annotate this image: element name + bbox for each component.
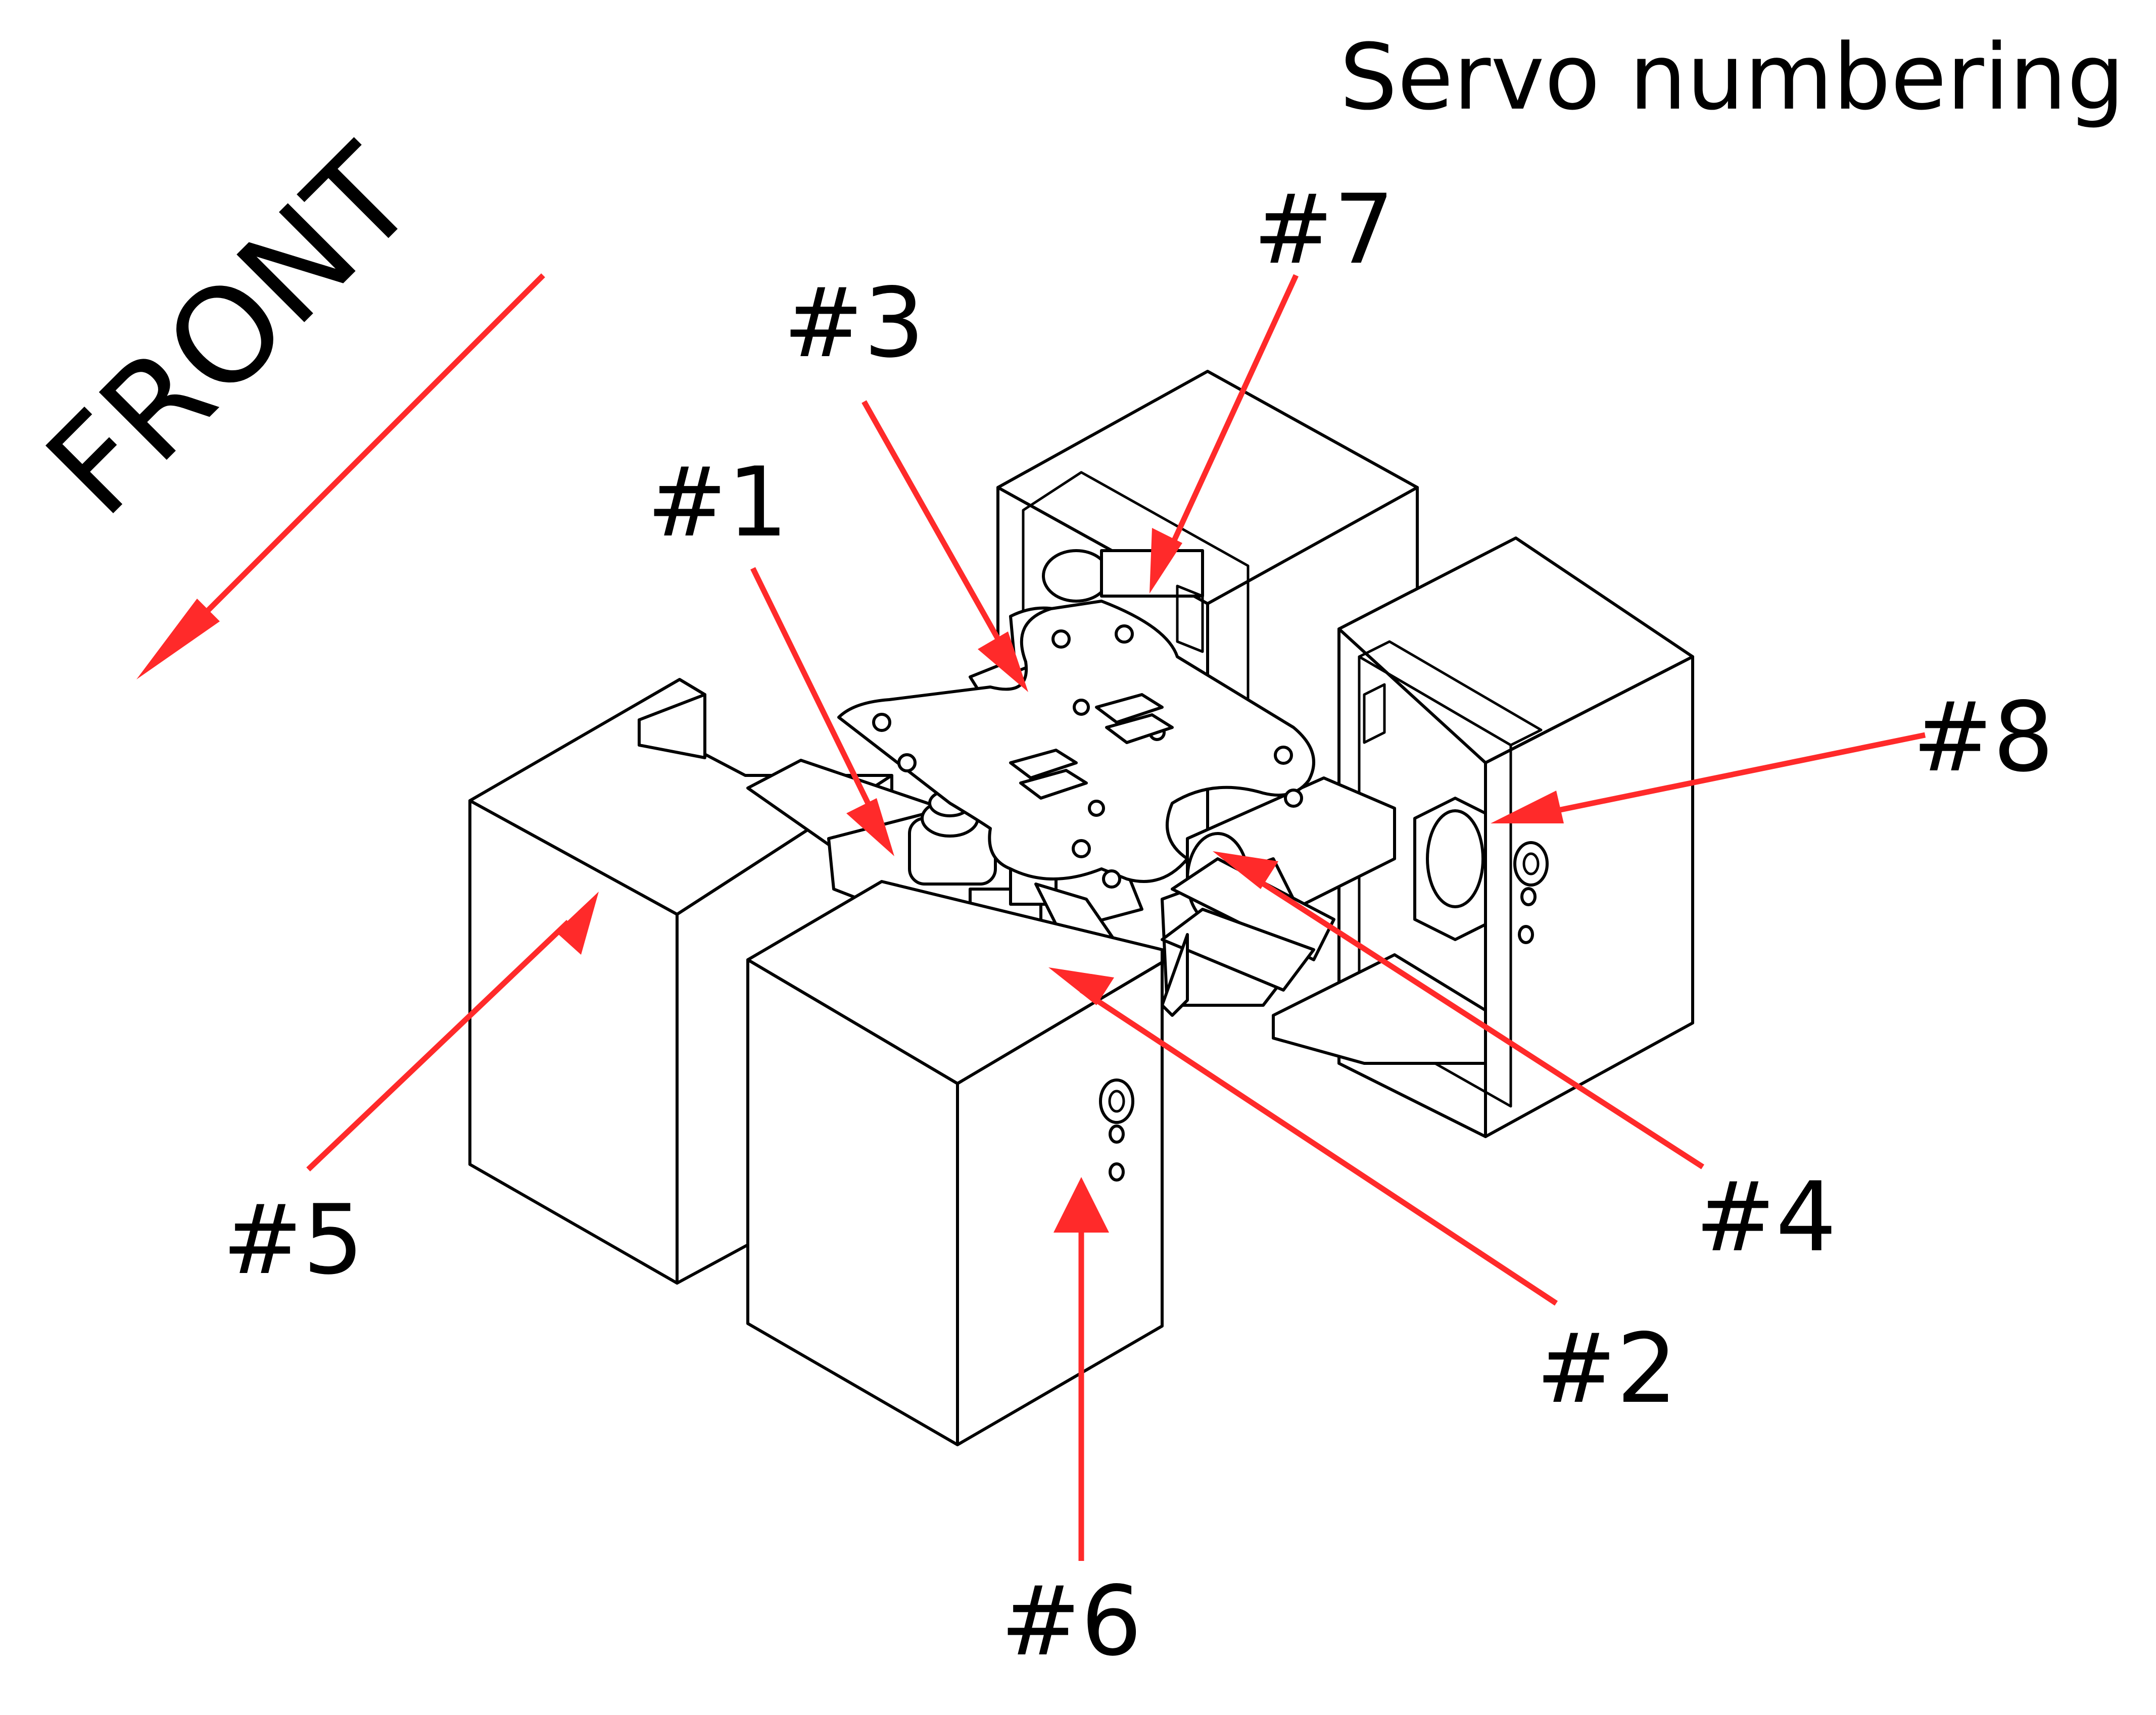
robot-drawing [468, 370, 1694, 1446]
plate-slots [1009, 693, 1174, 800]
diagram-title: Servo numbering [1339, 25, 2125, 130]
arrow-2 [1048, 967, 1558, 1306]
servo-block-8 [1272, 536, 1694, 1138]
front-label: FRONT [18, 118, 445, 545]
arrow-6 [1053, 1177, 1109, 1561]
front-arrow [136, 273, 545, 679]
servo-label-1: #1 [647, 447, 788, 558]
servo-label-5: #5 [222, 1184, 364, 1296]
pointer-arrows [306, 274, 1926, 1561]
servo-label-7: #7 [1253, 174, 1395, 285]
servo-label-3: #3 [783, 267, 925, 379]
servo-block-6 [746, 880, 1189, 1446]
top-plate [837, 600, 1315, 889]
servo-label-6: #6 [1000, 1565, 1142, 1677]
servo-label-2: #2 [1536, 1313, 1678, 1425]
arrow-1 [750, 567, 894, 856]
arrow-7 [1149, 274, 1299, 594]
servo-labels: #1 #3 #7 #8 #4 #2 #5 #6 [222, 174, 2054, 1677]
servo-label-4: #4 [1695, 1161, 1837, 1273]
arrow-5 [306, 892, 599, 1171]
arrow-8 [1491, 732, 1926, 823]
arrow-4 [1213, 851, 1704, 1169]
arrow-3 [861, 400, 1028, 692]
servo-label-8: #8 [1912, 681, 2054, 793]
plate-holes [872, 624, 1303, 889]
